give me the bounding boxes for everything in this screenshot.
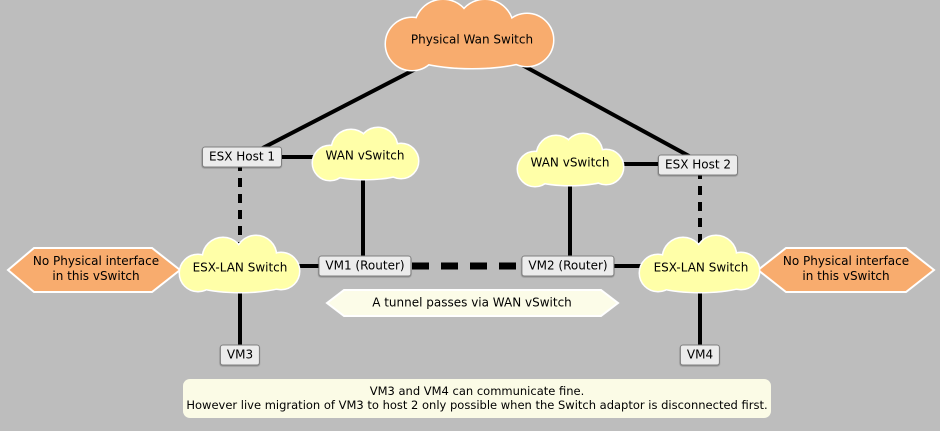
- vm1-router-node: VM1 (Router): [318, 255, 412, 277]
- no-physical-interface-right-line1: No Physical interface: [782, 254, 910, 268]
- esx-lan-switch-1-label: ESX-LAN Switch: [192, 260, 288, 275]
- no-physical-interface-right-line2: in this vSwitch: [802, 269, 890, 283]
- footnote-line1: VM3 and VM4 can communicate fine.: [369, 384, 585, 398]
- link-wanswitch-to-esxhost2: [512, 58, 701, 164]
- no-physical-interface-right-label: No Physical interface in this vSwitch: [783, 254, 909, 284]
- esx-host-2-node: ESX Host 2: [657, 154, 739, 176]
- footnote-line2: However live migration of VM3 to host 2 …: [186, 398, 768, 412]
- tunnel-banner-label: A tunnel passes via WAN vSwitch: [372, 295, 572, 310]
- vm4-node: VM4: [679, 344, 721, 366]
- vm2-router-node: VM2 (Router): [521, 255, 615, 277]
- physical-wan-switch-label: Physical Wan Switch: [410, 32, 534, 47]
- wan-vswitch-2-label: WAN vSwitch: [530, 155, 610, 170]
- no-physical-interface-left-label: No Physical interface in this vSwitch: [33, 254, 159, 284]
- no-physical-interface-left-line1: No Physical interface: [32, 254, 160, 268]
- esx-lan-switch-2-label: ESX-LAN Switch: [653, 260, 749, 275]
- tunnel-banner-shape: [325, 289, 620, 317]
- link-wanswitch-to-esxhost1: [254, 56, 438, 154]
- no-physical-interface-left-line2: in this vSwitch: [52, 269, 140, 283]
- vm3-node: VM3: [219, 344, 261, 366]
- footnote-box: VM3 and VM4 can communicate fine. Howeve…: [183, 379, 771, 418]
- no-physical-interface-right-shape: [756, 247, 936, 293]
- esx-host-1-node: ESX Host 1: [201, 146, 283, 168]
- wan-vswitch-1-label: WAN vSwitch: [325, 148, 405, 163]
